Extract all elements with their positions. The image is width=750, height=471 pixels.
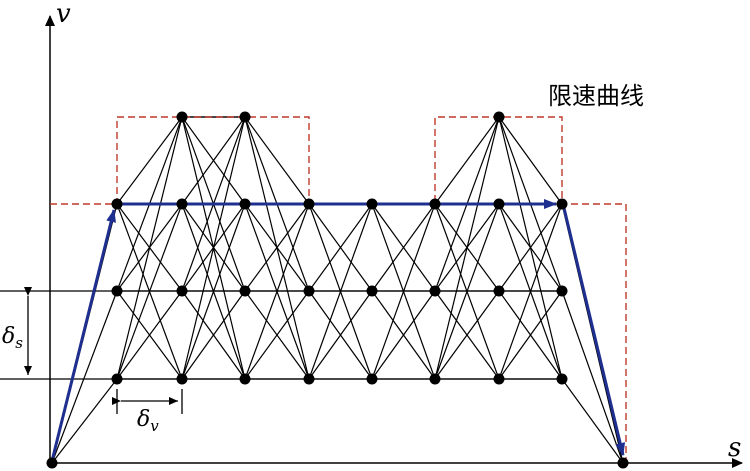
graph-node — [366, 285, 378, 297]
graph-edge — [371, 203, 436, 380]
graph-edge — [434, 203, 500, 380]
graph-edge — [181, 116, 246, 205]
s-axis-label: s — [728, 433, 741, 463]
graph-node — [366, 198, 378, 210]
graph-node — [429, 373, 441, 385]
trajectory-decel — [562, 207, 626, 456]
graph-node — [493, 373, 505, 385]
graph-edge — [244, 290, 310, 380]
graph-edge — [308, 203, 373, 292]
graph-node — [556, 198, 568, 210]
graph-node — [239, 373, 251, 385]
graph-edge — [244, 203, 310, 292]
graph-edge — [51, 378, 118, 464]
delta-v-symbol: δ — [137, 407, 150, 432]
graph-node — [111, 285, 123, 297]
graph-edge — [308, 203, 373, 380]
graph-nodes — [46, 111, 629, 469]
delta-s-label: δs — [2, 324, 23, 352]
graph-edge — [308, 290, 373, 380]
graph-node — [556, 285, 568, 297]
graph-edge — [181, 203, 246, 380]
graph-node — [239, 111, 251, 123]
graph-node — [493, 111, 505, 123]
graph-edge — [498, 203, 563, 292]
speed-limit-label: 限速曲线 — [548, 82, 644, 110]
graph-edge — [116, 116, 183, 380]
graph-node — [493, 198, 505, 210]
delta-s-symbol: δ — [2, 324, 15, 349]
graph-node — [176, 111, 188, 123]
graph-edge — [51, 290, 118, 464]
graph-edge — [244, 203, 310, 380]
graph-node — [303, 373, 315, 385]
trajectory-accel — [50, 209, 116, 462]
graph-edge — [561, 290, 624, 464]
graph-node — [303, 198, 315, 210]
graph-node — [239, 198, 251, 210]
graph-node — [176, 373, 188, 385]
graph-edge — [498, 290, 563, 380]
graph-edge — [181, 290, 246, 380]
graph-edge — [434, 290, 500, 380]
graph-edge — [434, 116, 500, 205]
delta-s-subscript: s — [15, 334, 23, 352]
graph-node — [176, 198, 188, 210]
graph-node — [176, 285, 188, 297]
graph-edge — [116, 290, 183, 380]
graph-edge — [244, 116, 310, 205]
graph-node — [366, 373, 378, 385]
graph-node — [303, 285, 315, 297]
graph-edge — [498, 203, 563, 380]
graph-edge — [116, 116, 183, 205]
graph-node — [111, 373, 123, 385]
graph-edge — [434, 116, 500, 380]
graph-edge — [498, 116, 563, 205]
graph-node — [556, 373, 568, 385]
graph-node — [429, 285, 441, 297]
speed-limit-curve — [50, 116, 627, 463]
graph-edge — [371, 203, 436, 292]
graph-node — [239, 285, 251, 297]
graph-node — [493, 285, 505, 297]
end-node — [617, 457, 629, 469]
graph-edge — [371, 290, 436, 380]
graph-edge — [116, 203, 183, 380]
graph-node — [429, 198, 441, 210]
graph-edge — [561, 378, 624, 464]
delta-v-subscript: v — [150, 417, 159, 435]
origin-node — [46, 457, 58, 469]
delta-v-label: δv — [137, 407, 159, 435]
graph-edge — [181, 116, 246, 380]
v-axis-label: v — [56, 0, 71, 29]
graph-node — [111, 198, 123, 210]
